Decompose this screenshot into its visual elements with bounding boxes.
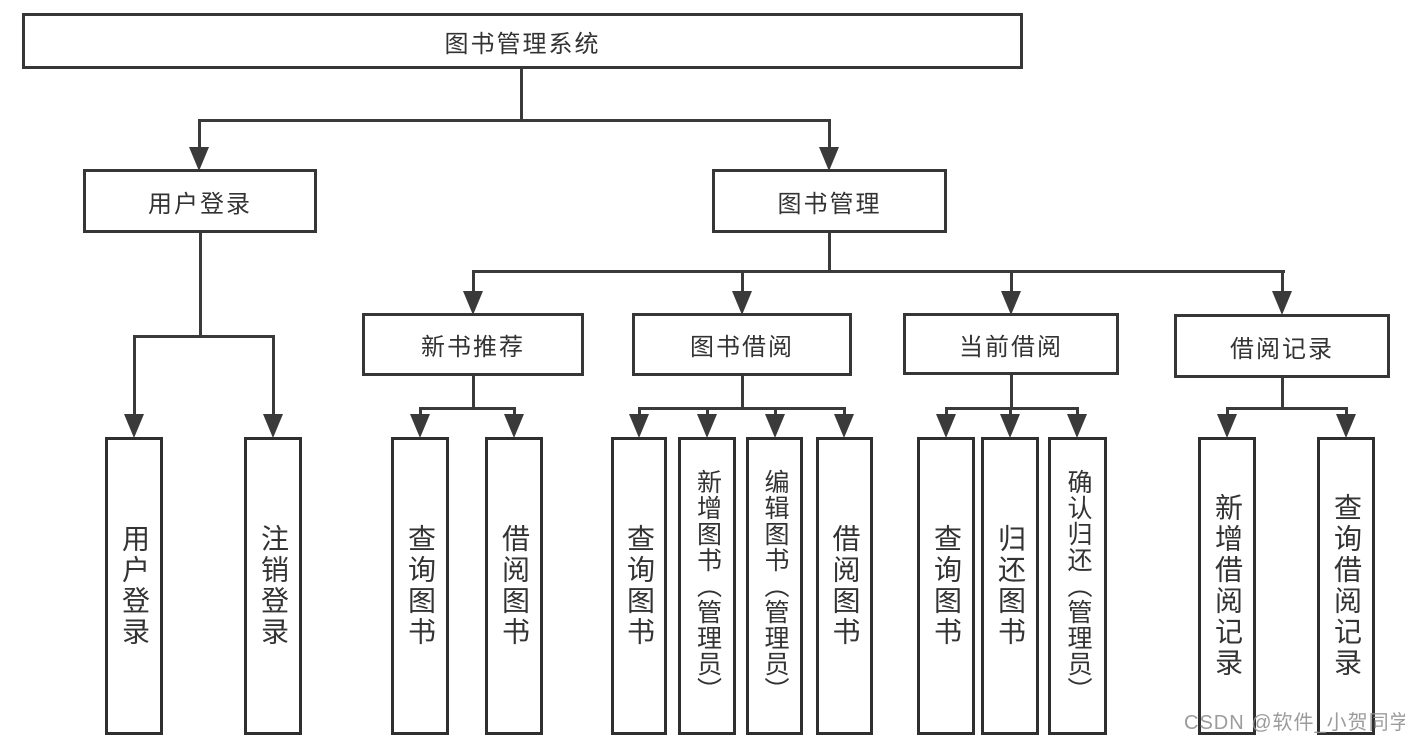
- node-label: 注销登录: [258, 524, 289, 648]
- arrowhead-down-icon: [263, 414, 283, 438]
- node-label: 新增借阅记录: [1212, 493, 1243, 679]
- connector-line: [1010, 270, 1013, 293]
- arrowhead-down-icon: [1001, 291, 1021, 315]
- node-book-management: 图书管理: [712, 169, 947, 233]
- connector-line: [472, 270, 1285, 273]
- connector-line: [472, 270, 475, 293]
- connector-line: [706, 407, 709, 417]
- node-leaf-borrow-books-newrec: 借阅图书: [485, 437, 543, 735]
- connector-line: [198, 119, 831, 122]
- node-label: 借阅图书: [829, 524, 861, 648]
- node-label: 查询图书: [405, 524, 436, 648]
- arrowhead-down-icon: [1336, 414, 1356, 438]
- connector-line: [472, 376, 475, 410]
- connector-line: [199, 233, 202, 338]
- node-label: 查询图书: [624, 524, 655, 648]
- node-borrowing-records: 借阅记录: [1174, 314, 1390, 378]
- connector-line: [1009, 407, 1012, 417]
- node-leaf-logout-login: 注销登录: [244, 437, 302, 735]
- connector-line: [1226, 407, 1348, 410]
- connector-line: [133, 335, 136, 417]
- arrowhead-down-icon: [463, 291, 483, 315]
- node-label: 编辑图书（管理员）: [761, 469, 789, 703]
- connector-line: [1281, 378, 1284, 410]
- arrowhead-down-icon: [936, 414, 956, 438]
- connector-line: [945, 407, 948, 417]
- arrowhead-down-icon: [1067, 414, 1087, 438]
- arrowhead-down-icon: [189, 147, 209, 171]
- node-label: 查询借阅记录: [1331, 493, 1362, 679]
- node-leaf-add-books-admin: 新增图书（管理员）: [678, 437, 736, 735]
- connector-line: [419, 407, 516, 410]
- node-leaf-query-books-current: 查询图书: [917, 437, 975, 735]
- connector-line: [419, 407, 422, 417]
- node-leaf-query-borrow-record: 查询借阅记录: [1317, 437, 1375, 735]
- arrowhead-down-icon: [697, 414, 717, 438]
- node-leaf-borrow-books-borrowing: 借阅图书: [816, 437, 873, 735]
- connector-line: [945, 407, 1079, 410]
- csdn-watermark: CSDN @软件_小贺同学: [1184, 712, 1405, 734]
- connector-line: [1226, 407, 1229, 417]
- arrowhead-down-icon: [1000, 414, 1020, 438]
- connector-line: [1010, 375, 1013, 410]
- node-label: 确认归还（管理员）: [1064, 469, 1092, 703]
- connector-line: [198, 119, 201, 152]
- node-leaf-edit-books-admin: 编辑图书（管理员）: [746, 437, 803, 735]
- node-user-login: 用户登录: [83, 169, 317, 233]
- arrowhead-down-icon: [819, 147, 839, 171]
- arrowhead-down-icon: [732, 291, 752, 315]
- node-label: 新增图书（管理员）: [693, 469, 722, 703]
- arrowhead-down-icon: [765, 414, 785, 438]
- node-leaf-user-login: 用户登录: [105, 437, 163, 735]
- connector-line: [133, 335, 275, 338]
- connector-line: [774, 407, 777, 417]
- arrowhead-down-icon: [834, 414, 854, 438]
- node-leaf-add-borrow-record: 新增借阅记录: [1198, 437, 1256, 735]
- connector-line: [741, 376, 744, 410]
- node-library-management-system: 图书管理系统: [22, 13, 1023, 69]
- node-current-borrowing: 当前借阅: [903, 313, 1119, 375]
- connector-line: [1345, 407, 1348, 417]
- arrowhead-down-icon: [124, 414, 144, 438]
- connector-line: [1076, 407, 1079, 417]
- connector-line: [638, 407, 846, 410]
- arrowhead-down-icon: [1272, 291, 1292, 315]
- node-leaf-return-books: 归还图书: [981, 437, 1039, 735]
- arrowhead-down-icon: [504, 414, 524, 438]
- connector-line: [638, 407, 641, 417]
- arrowhead-down-icon: [410, 414, 430, 438]
- connector-line: [520, 69, 523, 122]
- node-label: 归还图书: [995, 524, 1026, 648]
- node-book-borrowing: 图书借阅: [632, 313, 852, 376]
- connector-line: [843, 407, 846, 417]
- connector-line: [828, 119, 831, 152]
- connector-line: [1281, 270, 1284, 293]
- connector-line: [272, 335, 275, 417]
- arrowhead-down-icon: [629, 414, 649, 438]
- node-label: 借阅图书: [499, 524, 530, 648]
- node-label: 用户登录: [119, 524, 150, 648]
- connector-line: [828, 233, 831, 273]
- node-leaf-confirm-return-admin: 确认归还（管理员）: [1048, 437, 1107, 735]
- node-new-book-recommendation: 新书推荐: [362, 313, 584, 376]
- node-label: 查询图书: [931, 524, 962, 648]
- connector-line: [741, 270, 744, 293]
- node-leaf-query-books-newrec: 查询图书: [391, 437, 449, 735]
- arrowhead-down-icon: [1217, 414, 1237, 438]
- connector-line: [513, 407, 516, 417]
- node-leaf-query-books-borrowing: 查询图书: [611, 437, 667, 735]
